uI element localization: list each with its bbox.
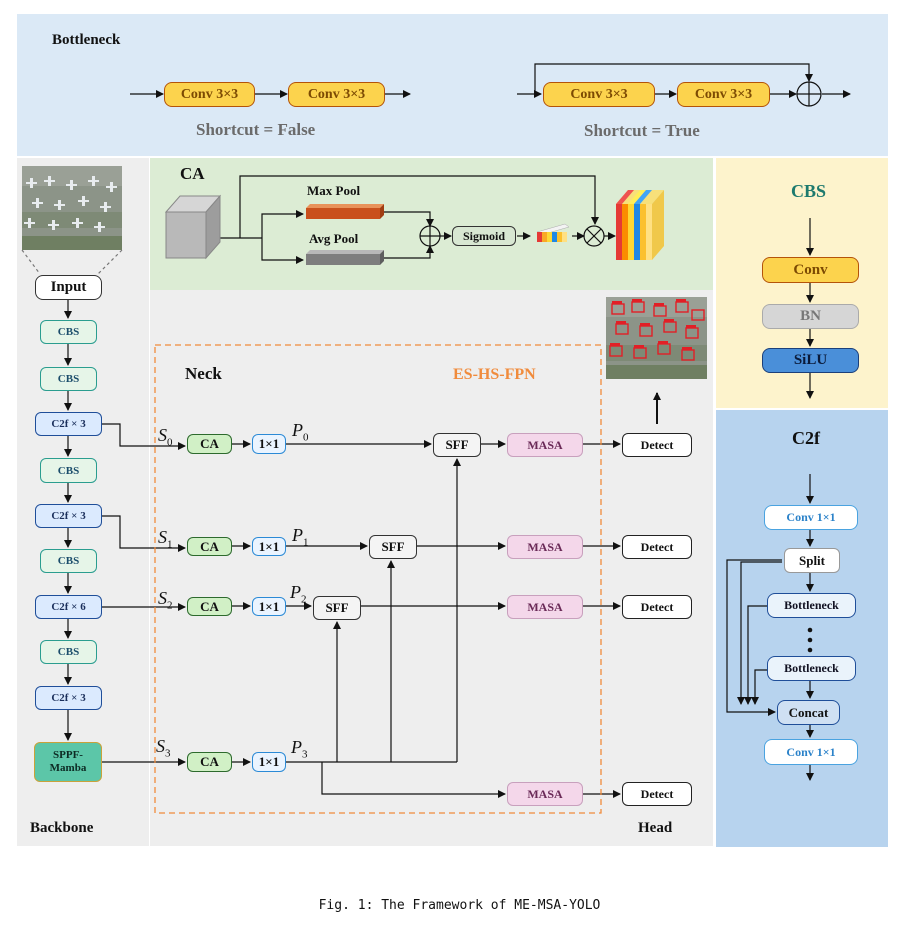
neck-ca-3: CA: [187, 752, 232, 772]
ca-block-title: CA: [180, 164, 205, 183]
sppf-line-1: SPPF-: [53, 749, 83, 761]
c2f-region: [716, 410, 888, 847]
neck-ca-2: CA: [187, 597, 232, 616]
backbone-cbs-2: CBS: [40, 367, 97, 391]
neck-masa-2: MASA: [507, 595, 583, 619]
neck-ca-0: CA: [187, 434, 232, 454]
head-detect-2: Detect: [622, 595, 692, 619]
neck-masa-0: MASA: [507, 433, 583, 457]
c2f-concat: Concat: [777, 700, 840, 725]
backbone-cbs-1: CBS: [40, 320, 97, 344]
s2-label: S2: [158, 588, 173, 612]
backbone-cbs-4: CBS: [40, 549, 97, 573]
neck-sff-1: SFF: [369, 535, 417, 559]
backbone-c2f-1: C2f × 3: [35, 412, 102, 436]
backbone-cbs-3: CBS: [40, 458, 97, 483]
max-pool-label: Max Pool: [307, 183, 361, 198]
backbone-c2f-3: C2f × 6: [35, 595, 102, 619]
s3-label: S3: [156, 736, 171, 760]
sppf-line-2: Mamba: [49, 762, 87, 774]
neck-region: [150, 290, 713, 846]
shortcut-true-label: Shortcut = True: [584, 121, 700, 140]
neck-ca-1: CA: [187, 537, 232, 556]
s1-label: S1: [158, 527, 173, 551]
input-thumbnail: [22, 166, 122, 250]
neck-masa-1: MASA: [507, 535, 583, 559]
backbone-region: [17, 158, 149, 846]
p3-label: P3: [291, 737, 308, 761]
neck-sff-2: SFF: [313, 596, 361, 620]
p0-label: P0: [292, 420, 309, 444]
avg-pool-bar: [306, 250, 384, 265]
max-pool-bar: [306, 204, 384, 219]
output-thumbnail: [606, 297, 707, 379]
backbone-c2f-4: C2f × 3: [35, 686, 102, 710]
c2f-bottleneck-1: Bottleneck: [767, 593, 856, 618]
head-detect-3: Detect: [622, 782, 692, 806]
cbs-bn-box: BN: [762, 304, 859, 329]
head-detect-0: Detect: [622, 433, 692, 457]
backbone-cbs-5: CBS: [40, 640, 97, 664]
ellipsis-dot: [807, 627, 813, 633]
backbone-label: Backbone: [30, 820, 94, 836]
s0-label: S0: [158, 425, 173, 449]
bottleneck-title: Bottleneck: [52, 32, 121, 48]
neck-conv11-3: 1×1: [252, 752, 286, 772]
head-label: Head: [638, 820, 673, 836]
es-hs-fpn-frame: [154, 344, 602, 814]
c2f-conv-bottom: Conv 1×1: [764, 739, 858, 765]
p1-label: P1: [292, 525, 309, 549]
ellipsis-dot: [807, 637, 813, 643]
bottleneck-true-conv-1: Conv 3×3: [543, 82, 655, 107]
cbs-silu-box: SiLU: [762, 348, 859, 373]
sppf-mamba-box: SPPF- Mamba: [34, 742, 102, 782]
p2-label: P2: [290, 582, 307, 606]
fpn-label: ES-HS-FPN: [453, 366, 536, 383]
ellipsis-dot: [807, 647, 813, 653]
ca-input-cube: [164, 194, 222, 260]
backbone-c2f-2: C2f × 3: [35, 504, 102, 528]
shortcut-false-label: Shortcut = False: [196, 120, 316, 139]
attention-vector: [536, 223, 570, 242]
ca-output-cube: [616, 190, 664, 260]
bottleneck-false-conv-2: Conv 3×3: [288, 82, 385, 107]
neck-label: Neck: [185, 364, 222, 383]
neck-conv11-0: 1×1: [252, 434, 286, 454]
c2f-bottleneck-2: Bottleneck: [767, 656, 856, 681]
cbs-conv-box: Conv: [762, 257, 859, 283]
cbs-block-title: CBS: [791, 181, 827, 201]
neck-sff-0: SFF: [433, 433, 481, 457]
head-detect-1: Detect: [622, 535, 692, 559]
c2f-split: Split: [784, 548, 840, 573]
c2f-conv-top: Conv 1×1: [764, 505, 858, 530]
figure-caption: Fig. 1: The Framework of ME-MSA-YOLO: [318, 898, 601, 913]
input-box: Input: [35, 275, 102, 300]
c2f-block-title: C2f: [792, 428, 820, 448]
bottleneck-false-conv-1: Conv 3×3: [164, 82, 255, 107]
neck-conv11-2: 1×1: [252, 597, 286, 616]
neck-conv11-1: 1×1: [252, 537, 286, 556]
avg-pool-label: Avg Pool: [309, 231, 359, 246]
neck-masa-3: MASA: [507, 782, 583, 806]
sigmoid-box: Sigmoid: [452, 226, 516, 246]
bottleneck-true-conv-2: Conv 3×3: [677, 82, 770, 107]
